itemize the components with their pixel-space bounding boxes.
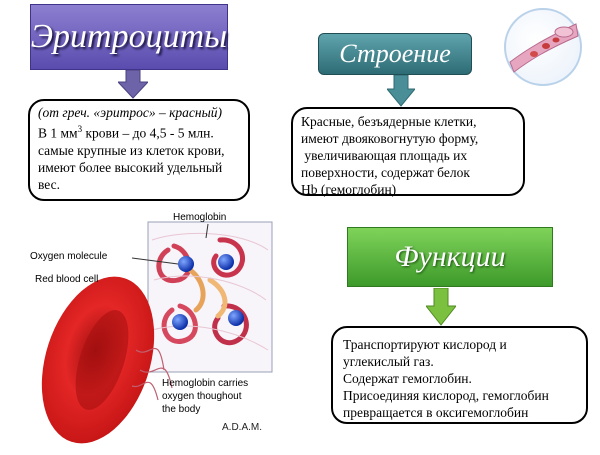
functions-line: Присоединяя кислород, гемоглобин (343, 388, 549, 403)
structure-line: поверхности, содержат белок (301, 165, 470, 180)
structure-box: Красные, безъядерные клетки, имеют двояк… (291, 107, 525, 197)
definition-text: В 1 мм (38, 125, 78, 141)
functions-box: Транспортируют кислород и углекислый газ… (331, 326, 588, 424)
arrow-down-icon (118, 70, 148, 99)
credit-logo: A.D.A.M. (222, 422, 263, 433)
oxygen-molecule-icon (178, 256, 194, 272)
caption-line: oxygen thoughout (162, 391, 242, 402)
definition-line: самые крупные из клеток крови, (38, 142, 225, 158)
oxygen-molecule-icon (218, 254, 234, 270)
vessel-illustration (509, 23, 579, 73)
hemoglobin-diagram: Hemoglobin Oxygen molecule Red blood cel… (30, 210, 300, 450)
functions-heading-box: Функции (347, 227, 553, 287)
structure-line: имеют двояковогнутую форму, (301, 131, 479, 146)
structure-line: Красные, безъядерные клетки, (301, 114, 477, 129)
rbc-label: Red blood cell (35, 274, 99, 285)
structure-line: увеличивающая площадь их (301, 148, 468, 163)
functions-line: превращается в оксигемоглобин (343, 405, 529, 420)
definition-line: имеют более высокий удельный (38, 159, 223, 175)
oxygen-molecule-icon (228, 310, 244, 326)
hemoglobin-label: Hemoglobin (173, 212, 227, 223)
structure-heading-box: Строение (318, 33, 472, 75)
superscript: 3 (77, 124, 83, 134)
arrow-down-icon (426, 288, 456, 326)
oxygen-molecule-icon (172, 314, 188, 330)
definition-box: (от греч. «эритрос» – красный) В 1 мм3 к… (28, 99, 250, 201)
definition-line: (от греч. «эритрос» – красный) (38, 105, 222, 120)
definition-line: вес. (38, 176, 60, 192)
functions-line: Транспортируют кислород и (343, 337, 507, 352)
structure-heading: Строение (339, 39, 451, 68)
definition-text: крови – до 4,5 - 5 млн. (82, 125, 214, 141)
arrow-down-icon (387, 75, 415, 107)
rbc-illustration (41, 221, 273, 444)
functions-heading: Функции (394, 240, 506, 273)
structure-line: Hb (гемоглобин) (301, 182, 397, 197)
title-banner: Эритроциты (30, 4, 228, 70)
blood-vessel-icon (504, 8, 582, 86)
caption-line: Hemoglobin carries (162, 378, 249, 389)
oxygen-label: Oxygen molecule (30, 251, 108, 262)
functions-line: Содержат гемоглобин. (343, 371, 472, 386)
caption-line: the body (162, 404, 201, 415)
definition-line: В 1 мм3 крови – до 4,5 - 5 млн. (38, 121, 240, 142)
functions-line: углекислый газ. (343, 354, 434, 369)
page-title: Эритроциты (30, 18, 228, 55)
